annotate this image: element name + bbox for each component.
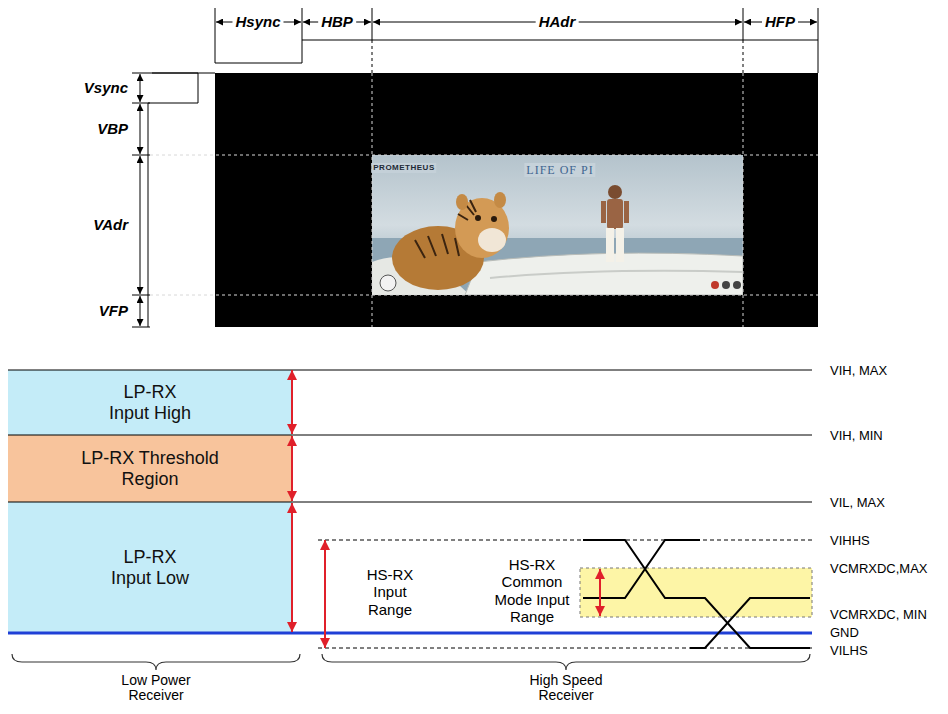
region-label: LP-RX Input Low [104, 547, 196, 588]
timing-label: Vsync [84, 79, 128, 97]
poster-title: LIFE OF PI [524, 163, 595, 177]
receiver-label: Low Power Receiver [106, 673, 206, 704]
voltage-level: VIH, MIN [830, 428, 883, 443]
voltage-level: VIH, MAX [830, 363, 887, 378]
timing-label: HBP [318, 13, 356, 31]
timing-label: Hsync [232, 13, 283, 31]
voltage-level: VCMRXDC,MAX [830, 561, 928, 576]
timing-label: VAdr [93, 216, 128, 234]
active-picture [372, 155, 743, 295]
range-label: HS-RX Input Range [354, 566, 426, 618]
level-region-box: LP-RX Input High [8, 370, 292, 435]
level-region-box: LP-RX Input Low [8, 502, 292, 633]
voltage-level: GND [830, 625, 859, 640]
common-mode-band [580, 568, 812, 617]
timing-label: HAdr [536, 13, 579, 31]
blanking-frame [215, 73, 818, 327]
region-label: LP-RX Threshold Region [75, 448, 225, 489]
vertical-timing [132, 73, 215, 327]
hs-signal-crossings [583, 540, 810, 648]
voltage-level: VCMRXDC, MIN [830, 607, 927, 622]
range-arrows [292, 370, 600, 648]
receiver-braces [12, 654, 810, 670]
receiver-label: High Speed Receiver [516, 673, 616, 704]
horizontal-timing [215, 8, 818, 73]
voltage-level: VILHS [830, 643, 868, 658]
voltage-level: VIL, MAX [830, 495, 885, 510]
timing-label: VBP [97, 120, 128, 138]
voltage-level: VIHHS [830, 533, 870, 548]
active-area-guides [150, 73, 818, 327]
poster-text: PROMETHEUS [371, 163, 436, 173]
region-label: LP-RX Input High [104, 382, 196, 423]
timing-label: VFP [99, 302, 128, 320]
timing-label: HFP [762, 13, 798, 31]
level-region-box: LP-RX Threshold Region [8, 435, 292, 502]
range-label: HS-RX Common Mode Input Range [489, 556, 575, 625]
